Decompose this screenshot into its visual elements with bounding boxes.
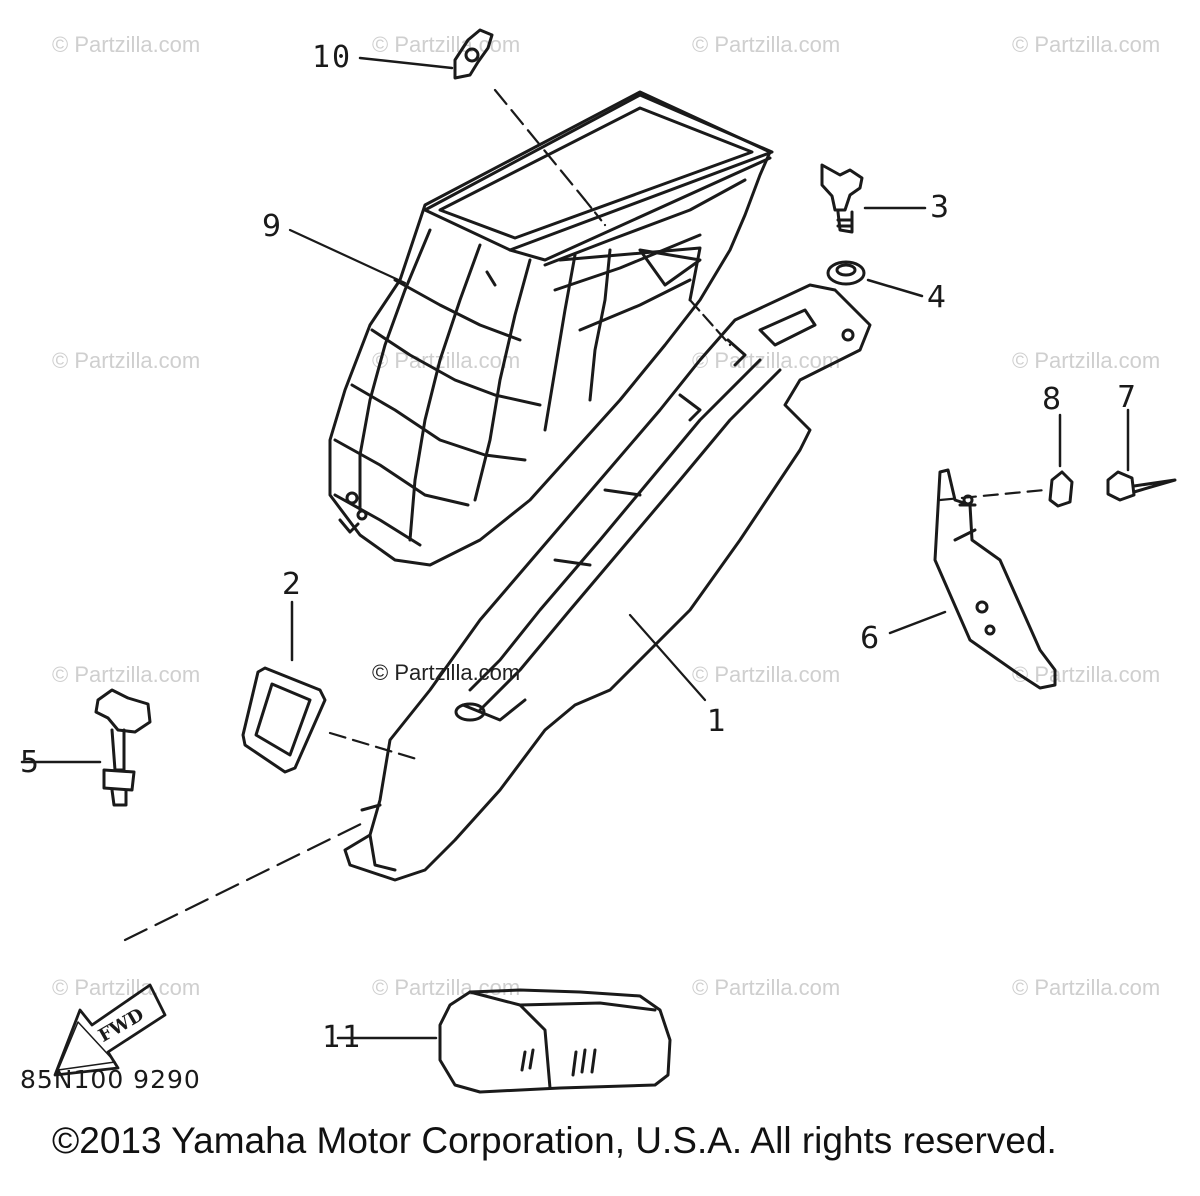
watermark: © Partzilla.com <box>52 975 201 1000</box>
callout-8: 8 <box>1042 382 1062 417</box>
callout-9: 9 <box>262 209 282 244</box>
watermark: © Partzilla.com <box>372 348 521 373</box>
callout-10: 10 <box>312 40 353 75</box>
callout-2: 2 <box>282 567 302 602</box>
part-9-duct <box>328 90 774 567</box>
callout-3: 3 <box>930 190 950 225</box>
watermark: © Partzilla.com <box>52 662 201 687</box>
part-1-side-panel <box>343 283 872 882</box>
part-2-pad <box>241 600 327 774</box>
watermark: © Partzilla.com <box>1012 32 1161 57</box>
part-10-clip <box>358 28 494 80</box>
watermark: © Partzilla.com <box>372 975 521 1000</box>
watermark: © Partzilla.com <box>1012 348 1161 373</box>
center-watermark: © Partzilla.com <box>372 660 521 685</box>
part-7-screw <box>1106 408 1177 502</box>
part-11-pad <box>336 988 672 1094</box>
part-6-bracket <box>888 468 1057 690</box>
watermark: © Partzilla.com <box>52 32 201 57</box>
watermark: © Partzilla.com <box>692 32 841 57</box>
watermark: © Partzilla.com <box>52 348 201 373</box>
callout-11: 11 <box>322 1020 363 1055</box>
callout-1: 1 <box>707 704 727 739</box>
callout-6: 6 <box>860 621 880 656</box>
diagram-part-code: 85N100 9290 <box>20 1065 201 1094</box>
part-8-nut <box>1048 413 1074 508</box>
watermark: © Partzilla.com <box>692 975 841 1000</box>
callout-7: 7 <box>1117 380 1137 415</box>
part-4-washer <box>826 260 924 298</box>
watermark: © Partzilla.com <box>1012 975 1161 1000</box>
copyright-notice: ©2013 Yamaha Motor Corporation, U.S.A. A… <box>52 1120 1057 1161</box>
part-3-wing-bolt <box>820 163 927 234</box>
fwd-arrow-icon <box>53 983 167 1077</box>
leader-lines <box>123 88 1047 942</box>
callout-4: 4 <box>927 280 947 315</box>
callout-5: 5 <box>20 745 40 780</box>
watermark: © Partzilla.com <box>372 32 521 57</box>
watermark: © Partzilla.com <box>692 662 841 687</box>
watermark: © Partzilla.com <box>692 348 841 373</box>
part-5-bolt <box>20 688 152 807</box>
watermark: © Partzilla.com <box>1012 662 1161 687</box>
